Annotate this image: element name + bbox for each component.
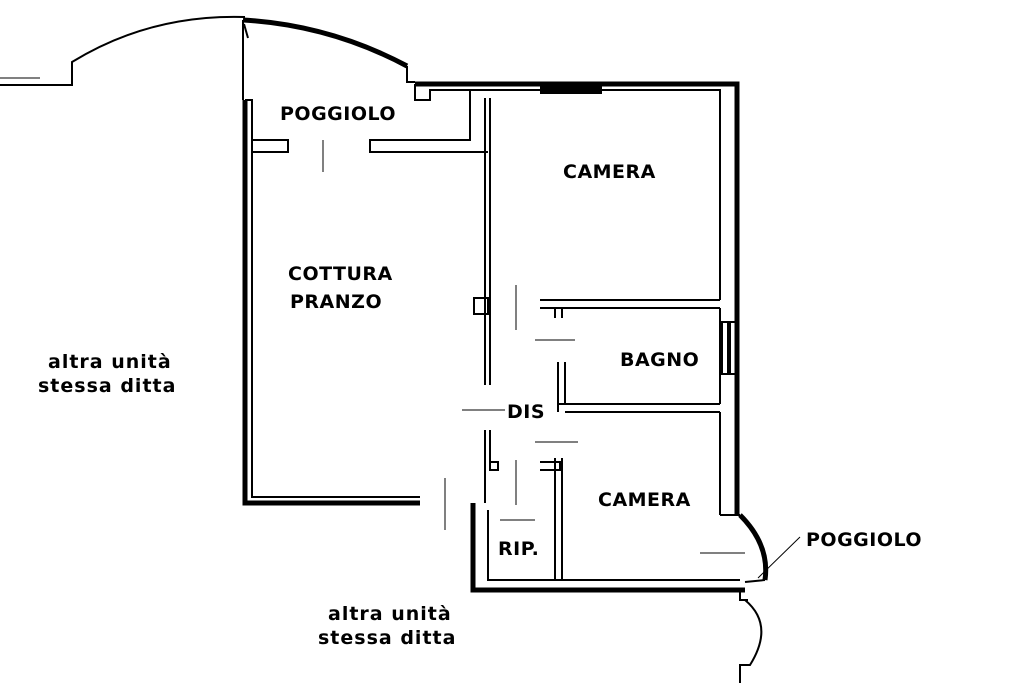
neighbor-boundary <box>0 15 246 86</box>
room-label-cottura: COTTURA <box>288 263 393 285</box>
exterior-walls <box>242 81 748 601</box>
room-label-poggiolo-right: POGGIOLO <box>806 529 922 551</box>
note-bottom-line2: stessa ditta <box>318 627 456 649</box>
room-label-bagno: BAGNO <box>620 349 699 371</box>
room-label-pranzo: PRANZO <box>290 291 382 313</box>
note-bottom-line1: altra unità <box>328 603 452 625</box>
note-left-line2: stessa ditta <box>38 375 176 397</box>
window-top <box>540 86 602 94</box>
balcony-right <box>700 513 801 683</box>
poggiolo-top-walls <box>245 84 488 172</box>
room-label-camera-bottom: CAMERA <box>598 489 691 511</box>
interior-walls <box>444 98 720 580</box>
room-label-rip: RIP. <box>498 538 539 560</box>
balcony-top <box>242 17 415 100</box>
room-label-dis: DIS <box>507 401 545 423</box>
room-label-camera-top: CAMERA <box>563 161 656 183</box>
room-label-poggiolo-top: POGGIOLO <box>280 103 396 125</box>
note-left-line1: altra unità <box>48 351 172 373</box>
